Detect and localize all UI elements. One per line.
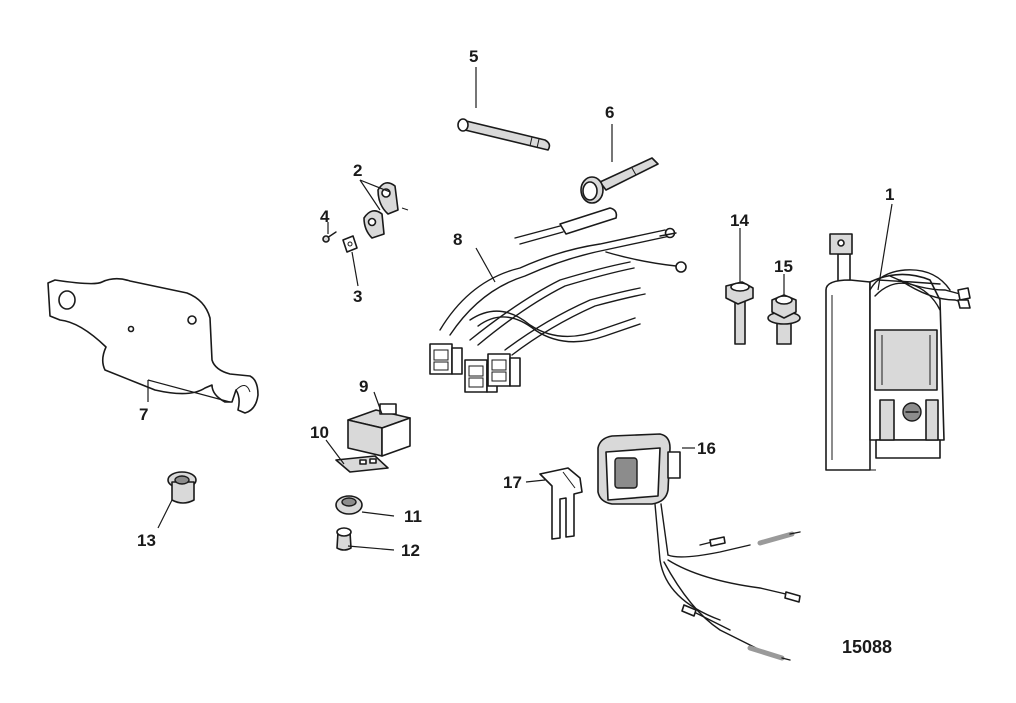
leader-lines <box>147 67 893 551</box>
callout-3: 3 <box>353 287 362 306</box>
callout-17: 17 <box>503 473 522 492</box>
callout-4: 4 <box>320 207 330 226</box>
part-11-grommet <box>335 495 363 515</box>
callout-7: 7 <box>139 405 148 424</box>
part-4-screw <box>322 231 337 243</box>
callout-8: 8 <box>453 230 462 249</box>
part-5-pin <box>457 118 551 151</box>
part-1-trim-pump <box>825 233 971 471</box>
part-6-clevis-pin <box>580 157 659 204</box>
callout-6: 6 <box>605 103 614 122</box>
callout-15: 15 <box>774 257 793 276</box>
part-14-bolt <box>725 281 754 345</box>
relay-connector-right <box>487 353 521 387</box>
relay-connector-left <box>429 343 463 375</box>
callout-14: 14 <box>730 211 749 230</box>
callout-11: 11 <box>404 507 422 526</box>
part-8-wiring-harness <box>429 207 687 393</box>
part-13-grommet <box>167 471 197 504</box>
callout-labels: 1 2 3 4 5 6 7 8 9 10 11 12 13 14 15 16 1… <box>137 47 894 657</box>
part-15-bolt <box>767 294 801 345</box>
part-12-bushing <box>336 527 352 551</box>
part-16-switch <box>597 433 801 661</box>
illustration-reference-number: 15088 <box>842 637 892 657</box>
callout-13: 13 <box>137 531 156 550</box>
callout-1: 1 <box>885 185 894 204</box>
callout-10: 10 <box>310 423 329 442</box>
callout-9: 9 <box>359 377 368 396</box>
part-7-bracket <box>47 277 259 414</box>
callout-2: 2 <box>353 161 362 180</box>
part-9-relay <box>347 403 411 457</box>
part-3-nut-plate <box>342 235 358 253</box>
part-2-clamps <box>363 182 409 239</box>
callout-5: 5 <box>469 47 478 66</box>
part-17-clip <box>539 467 583 540</box>
callout-12: 12 <box>401 541 420 560</box>
part-10-clip <box>335 455 389 473</box>
callout-16: 16 <box>697 439 716 458</box>
